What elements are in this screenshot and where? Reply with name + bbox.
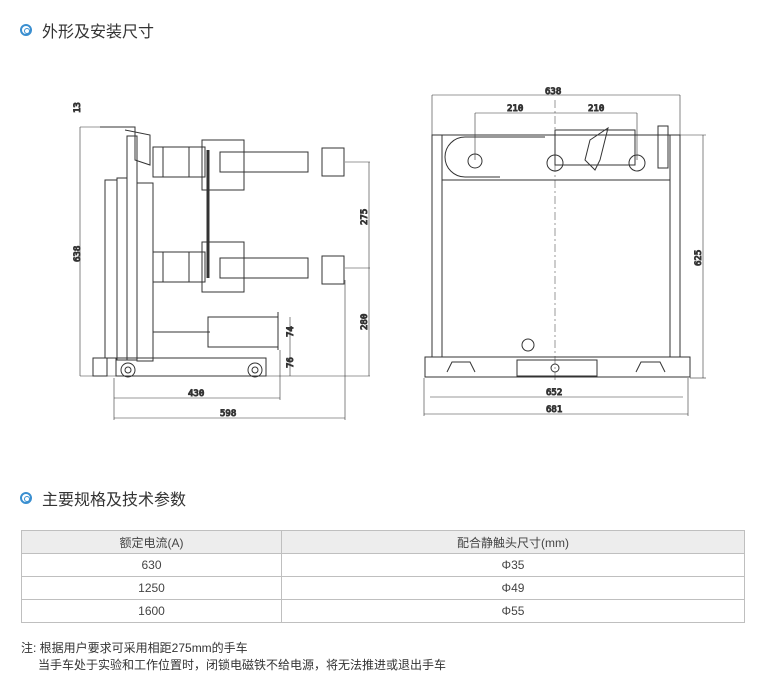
note: 注: 根据用户要求可采用相距275mm的手车 当手车处于实验和工作位置时，闭锁电… — [21, 640, 446, 674]
header-rated-current: 额定电流(A) — [21, 530, 282, 554]
dim-275: 275 — [360, 209, 370, 225]
dim-210-left: 210 — [507, 104, 523, 114]
table-row: 1600 Φ55 — [21, 599, 745, 623]
cell-contact: Φ55 — [281, 599, 745, 623]
dim-430: 430 — [188, 389, 204, 399]
cell-contact: Φ35 — [281, 553, 745, 577]
dim-76: 76 — [286, 357, 296, 368]
table-header-row: 额定电流(A) 配合静触头尺寸(mm) — [21, 530, 745, 554]
spec-table: 额定电流(A) 配合静触头尺寸(mm) 630 Φ35 1250 Φ49 160… — [21, 530, 745, 623]
dim-652: 652 — [546, 388, 562, 398]
table-row: 630 Φ35 — [21, 553, 745, 577]
dim-625: 625 — [694, 250, 704, 266]
dim-638-height: 638 — [73, 246, 83, 262]
side-view-drawing: 13 638 275 280 74 76 430 598 — [73, 102, 371, 420]
header-contact-size: 配合静触头尺寸(mm) — [281, 530, 745, 554]
cell-contact: Φ49 — [281, 576, 745, 600]
section-title-specs: 主要规格及技术参数 — [20, 486, 186, 510]
note-line-2: 当手车处于实验和工作位置时，闭锁电磁铁不给电源，将无法推进或退出手车 — [38, 658, 447, 672]
dim-638-width: 638 — [545, 87, 561, 97]
technical-drawing: 13 638 275 280 74 76 430 598 — [73, 87, 706, 420]
note-line-1: 注: 根据用户要求可采用相距275mm的手车 — [21, 641, 248, 655]
dim-13: 13 — [73, 102, 83, 113]
dim-74: 74 — [286, 326, 296, 337]
section-title-text: 外形及安装尺寸 — [42, 24, 155, 41]
section-title-dimensions: 外形及安装尺寸 — [20, 18, 154, 42]
table-row: 1250 Φ49 — [21, 576, 745, 600]
cell-current: 1600 — [21, 599, 282, 623]
bullet-ring-icon — [20, 24, 32, 36]
cell-current: 1250 — [21, 576, 282, 600]
dim-210-right: 210 — [588, 104, 604, 114]
dim-681: 681 — [546, 405, 562, 415]
dim-280: 280 — [360, 314, 370, 330]
dim-598: 598 — [220, 409, 236, 419]
front-view-drawing: 638 210 210 625 652 681 — [423, 87, 706, 416]
section-title-text: 主要规格及技术参数 — [42, 492, 187, 509]
bullet-ring-icon — [20, 492, 32, 504]
cell-current: 630 — [21, 553, 282, 577]
